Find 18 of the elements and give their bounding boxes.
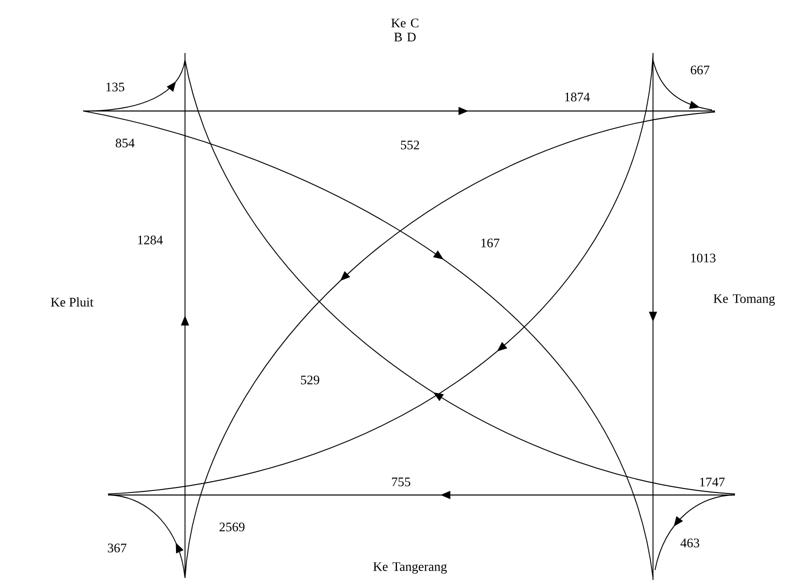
flow-count: 755: [392, 478, 410, 486]
flow-count: 552: [401, 140, 420, 150]
flow-count: 1284: [138, 236, 163, 244]
direction-label: Ke Pluit: [50, 297, 94, 307]
flow-count: 854: [116, 138, 135, 148]
flow-count: 529: [301, 376, 320, 384]
direction-label: Ke Tangerang: [373, 562, 447, 574]
flow-count: 367: [108, 544, 126, 552]
flow-count: 135: [106, 82, 124, 92]
flow-count: 1013: [691, 254, 716, 262]
flow-count: 2569: [220, 522, 244, 532]
flow-count: 167: [481, 238, 500, 248]
flow-count: 1874: [565, 92, 590, 102]
flow-count: 667: [690, 66, 710, 74]
direction-label: Ke Tomang: [714, 294, 775, 306]
flow-count: 1747: [700, 478, 725, 486]
direction-label: Ke C B D: [391, 18, 418, 42]
flow-count: 463: [680, 538, 700, 548]
